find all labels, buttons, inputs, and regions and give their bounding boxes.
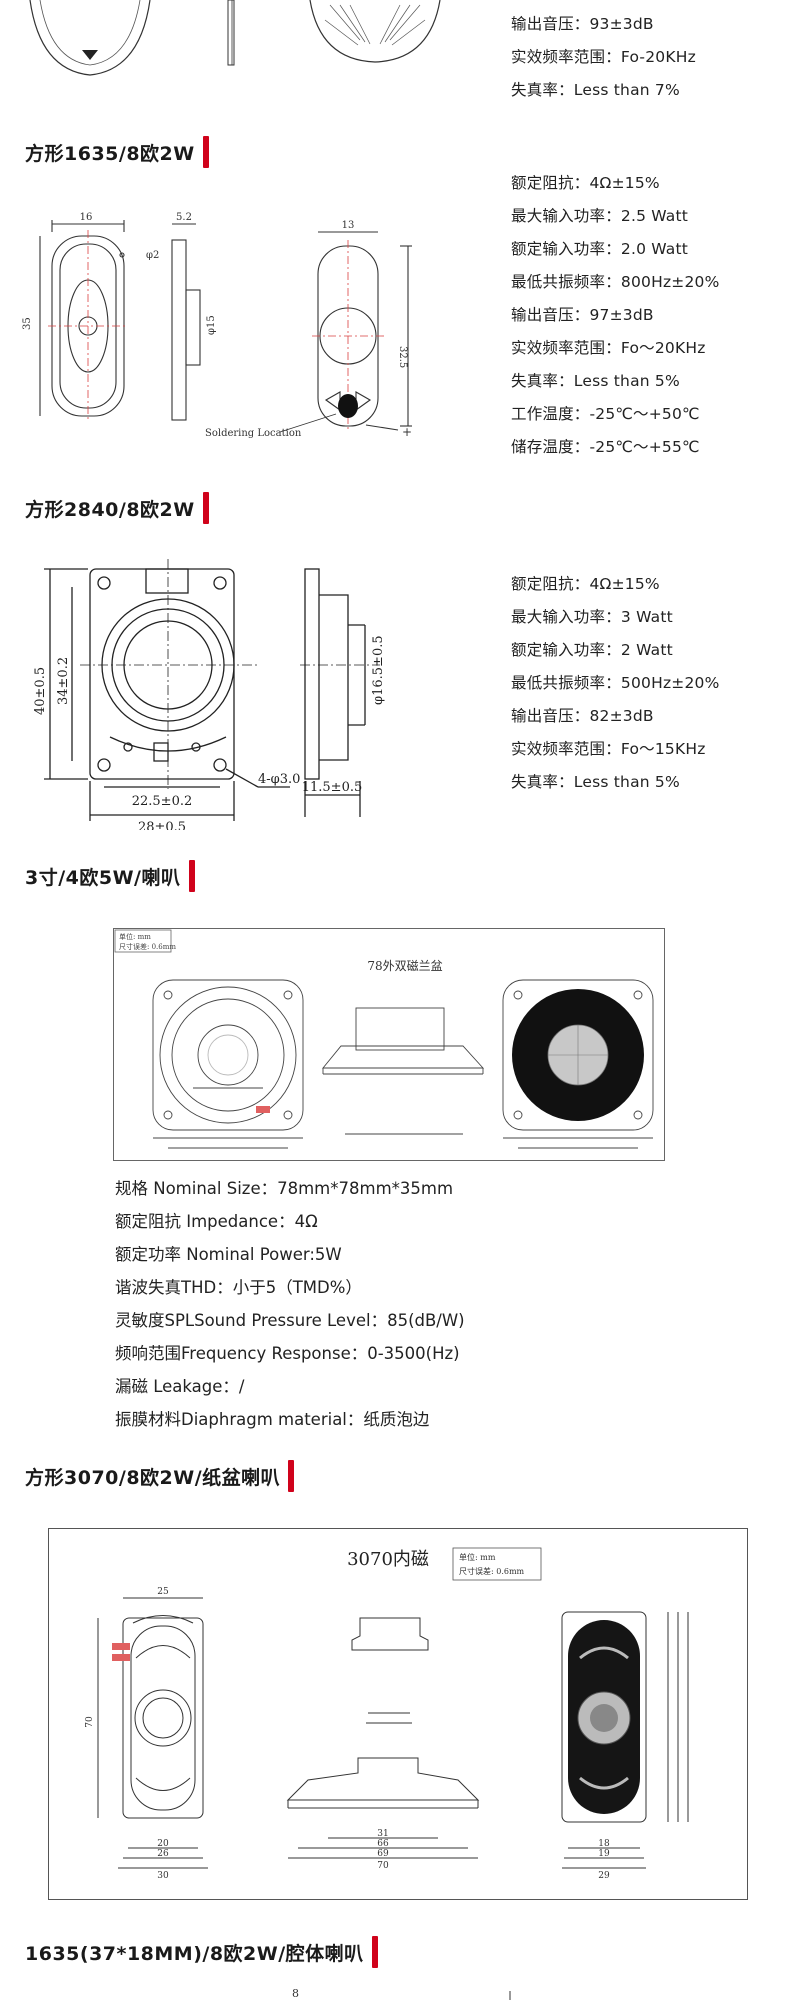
section2-title: 方形2840/8欧2W: [25, 492, 209, 524]
dim-label: 28±0.5: [138, 820, 186, 830]
section-title-text: 方形3070/8欧2W/纸盆喇叭: [25, 1466, 281, 1489]
spec-line: 最大输入功率：3 Watt: [511, 608, 673, 626]
speaker-1635-drawing: 16 5.2 φ2 35 φ15 13 32.5 Soldering Locat…: [22, 212, 412, 439]
spec-line: 频响范围Frequency Response：0-3500(Hz): [115, 1344, 460, 1363]
section1-specs: 额定阻抗：4Ω±15% 最大输入功率：2.5 Watt 额定输入功率：2.0 W…: [511, 167, 720, 464]
spec-line: 工作温度：-25℃～+50℃: [511, 405, 700, 423]
spec-line: 最低共振频率：800Hz±20%: [511, 273, 720, 291]
dim-label: 18: [598, 1839, 610, 1849]
dim-label: 5.2: [176, 212, 192, 223]
next-drawing-peek: 8: [292, 1987, 511, 2000]
dim-label: 29: [598, 1871, 610, 1881]
spec-line: 额定阻抗：4Ω±15%: [511, 174, 660, 192]
spec-line: 实效频率范围：Fo-20KHz: [511, 48, 696, 66]
dim-label: 31: [377, 1829, 388, 1839]
unit-label: 单位: mm: [459, 1552, 496, 1562]
tolerance-label: 尺寸误差: 0.6mm: [459, 1566, 525, 1576]
section-title-text: 方形1635/8欧2W: [25, 142, 195, 165]
top-speaker-drawing: [29, 0, 441, 76]
dim-label: 40±0.5: [33, 667, 48, 715]
dim-label: 26: [157, 1849, 169, 1859]
spec-line: 失真率：Less than 5%: [511, 372, 680, 390]
speaker-2840-drawing: 40±0.5 34±0.2 22.5±0.2 28±0.5 4-φ3.0 φ16…: [33, 559, 386, 830]
section3-specs: 规格 Nominal Size：78mm*78mm*35mm 额定阻抗 Impe…: [115, 1172, 465, 1436]
dim-label: 13: [342, 220, 355, 231]
title-accent-bar: [188, 860, 195, 892]
dim-label: 66: [377, 1839, 389, 1849]
section-title-text: 3寸/4欧5W/喇叭: [25, 866, 181, 889]
spec-line: 储存温度：-25℃～+55℃: [511, 438, 700, 456]
title-accent-bar: [288, 1460, 295, 1492]
dim-label: φ15: [206, 315, 217, 335]
spec-line: 规格 Nominal Size：78mm*78mm*35mm: [115, 1179, 454, 1198]
dim-label: 30: [157, 1871, 169, 1881]
polarity-label: +: [402, 425, 412, 439]
dim-label: 25: [157, 1587, 169, 1597]
drawing-title: 78外双磁兰盆: [367, 958, 442, 973]
spec-line: 输出音压：82±3dB: [511, 707, 654, 725]
speaker-78mm-drawing: 单位: mm 尺寸误差: 0.6mm 78外双磁兰盆: [113, 928, 665, 1161]
spec-line: 最大输入功率：2.5 Watt: [511, 207, 689, 225]
dim-label: 4-φ3.0: [258, 772, 300, 787]
dim-label: 20: [157, 1839, 169, 1849]
section1-title: 方形1635/8欧2W: [25, 136, 209, 168]
section-title-text: 方形2840/8欧2W: [25, 498, 195, 521]
dim-label: 22.5±0.2: [132, 794, 193, 809]
spec-line: 灵敏度SPLSound Pressure Level：85(dB/W): [115, 1311, 465, 1330]
soldering-label: Soldering Location: [205, 428, 302, 439]
spec-line: 失真率：Less than 7%: [511, 81, 680, 99]
dim-label: 11.5±0.5: [302, 780, 363, 795]
dim-label: 16: [80, 212, 93, 223]
section3-title: 3寸/4欧5W/喇叭: [25, 860, 195, 892]
spec-line: 额定输入功率：2.0 Watt: [511, 240, 689, 258]
dim-label: 69: [377, 1849, 389, 1859]
dim-label: 70: [85, 1716, 95, 1728]
spec-line: 额定功率 Nominal Power:5W: [115, 1245, 342, 1264]
dim-label: 70: [377, 1861, 389, 1871]
spec-line: 实效频率范围：Fo～20KHz: [511, 339, 706, 357]
title-accent-bar: [371, 1936, 378, 1968]
spec-line: 额定输入功率：2 Watt: [511, 641, 673, 659]
title-accent-bar: [202, 136, 209, 168]
section2-specs: 额定阻抗：4Ω±15% 最大输入功率：3 Watt 额定输入功率：2 Watt …: [511, 568, 720, 799]
section0-specs: 输出音压：93±3dB 实效频率范围：Fo-20KHz 失真率：Less tha…: [511, 8, 696, 107]
speaker-3070-drawing: 3070内磁 单位: mm 尺寸误差: 0.6mm 25 70 20 26: [48, 1528, 748, 1900]
dim-label: φ2: [146, 250, 159, 261]
dim-label: 19: [598, 1849, 610, 1859]
dim-label: 35: [22, 317, 33, 330]
svg-text:8: 8: [292, 1987, 299, 2000]
spec-line: 漏磁 Leakage：/: [115, 1377, 245, 1396]
spec-line: 实效频率范围：Fo～15KHz: [511, 740, 706, 758]
section4-title: 方形3070/8欧2W/纸盆喇叭: [25, 1460, 295, 1492]
spec-line: 失真率：Less than 5%: [511, 773, 680, 791]
section-title-text: 1635(37*18MM)/8欧2W/腔体喇叭: [25, 1942, 364, 1965]
spec-line: 额定阻抗：4Ω±15%: [511, 575, 660, 593]
spec-line: 输出音压：93±3dB: [511, 15, 654, 33]
title-accent-bar: [202, 492, 209, 524]
unit-label: 单位: mm: [119, 932, 151, 941]
dim-label: 34±0.2: [56, 657, 71, 705]
spec-line: 振膜材料Diaphragm material：纸质泡边: [115, 1410, 430, 1429]
spec-line: 额定阻抗 Impedance：4Ω: [115, 1212, 318, 1231]
spec-line: 最低共振频率：500Hz±20%: [511, 674, 720, 692]
section5-title: 1635(37*18MM)/8欧2W/腔体喇叭: [25, 1936, 378, 1968]
spec-line: 谐波失真THD：小于5（TMD%）: [115, 1278, 362, 1297]
dim-label: 32.5: [397, 346, 408, 368]
drawing-title: 3070内磁: [347, 1549, 429, 1570]
dim-label: φ16.5±0.5: [371, 635, 386, 705]
spec-line: 输出音压：97±3dB: [511, 306, 654, 324]
tolerance-label: 尺寸误差: 0.6mm: [119, 942, 176, 951]
